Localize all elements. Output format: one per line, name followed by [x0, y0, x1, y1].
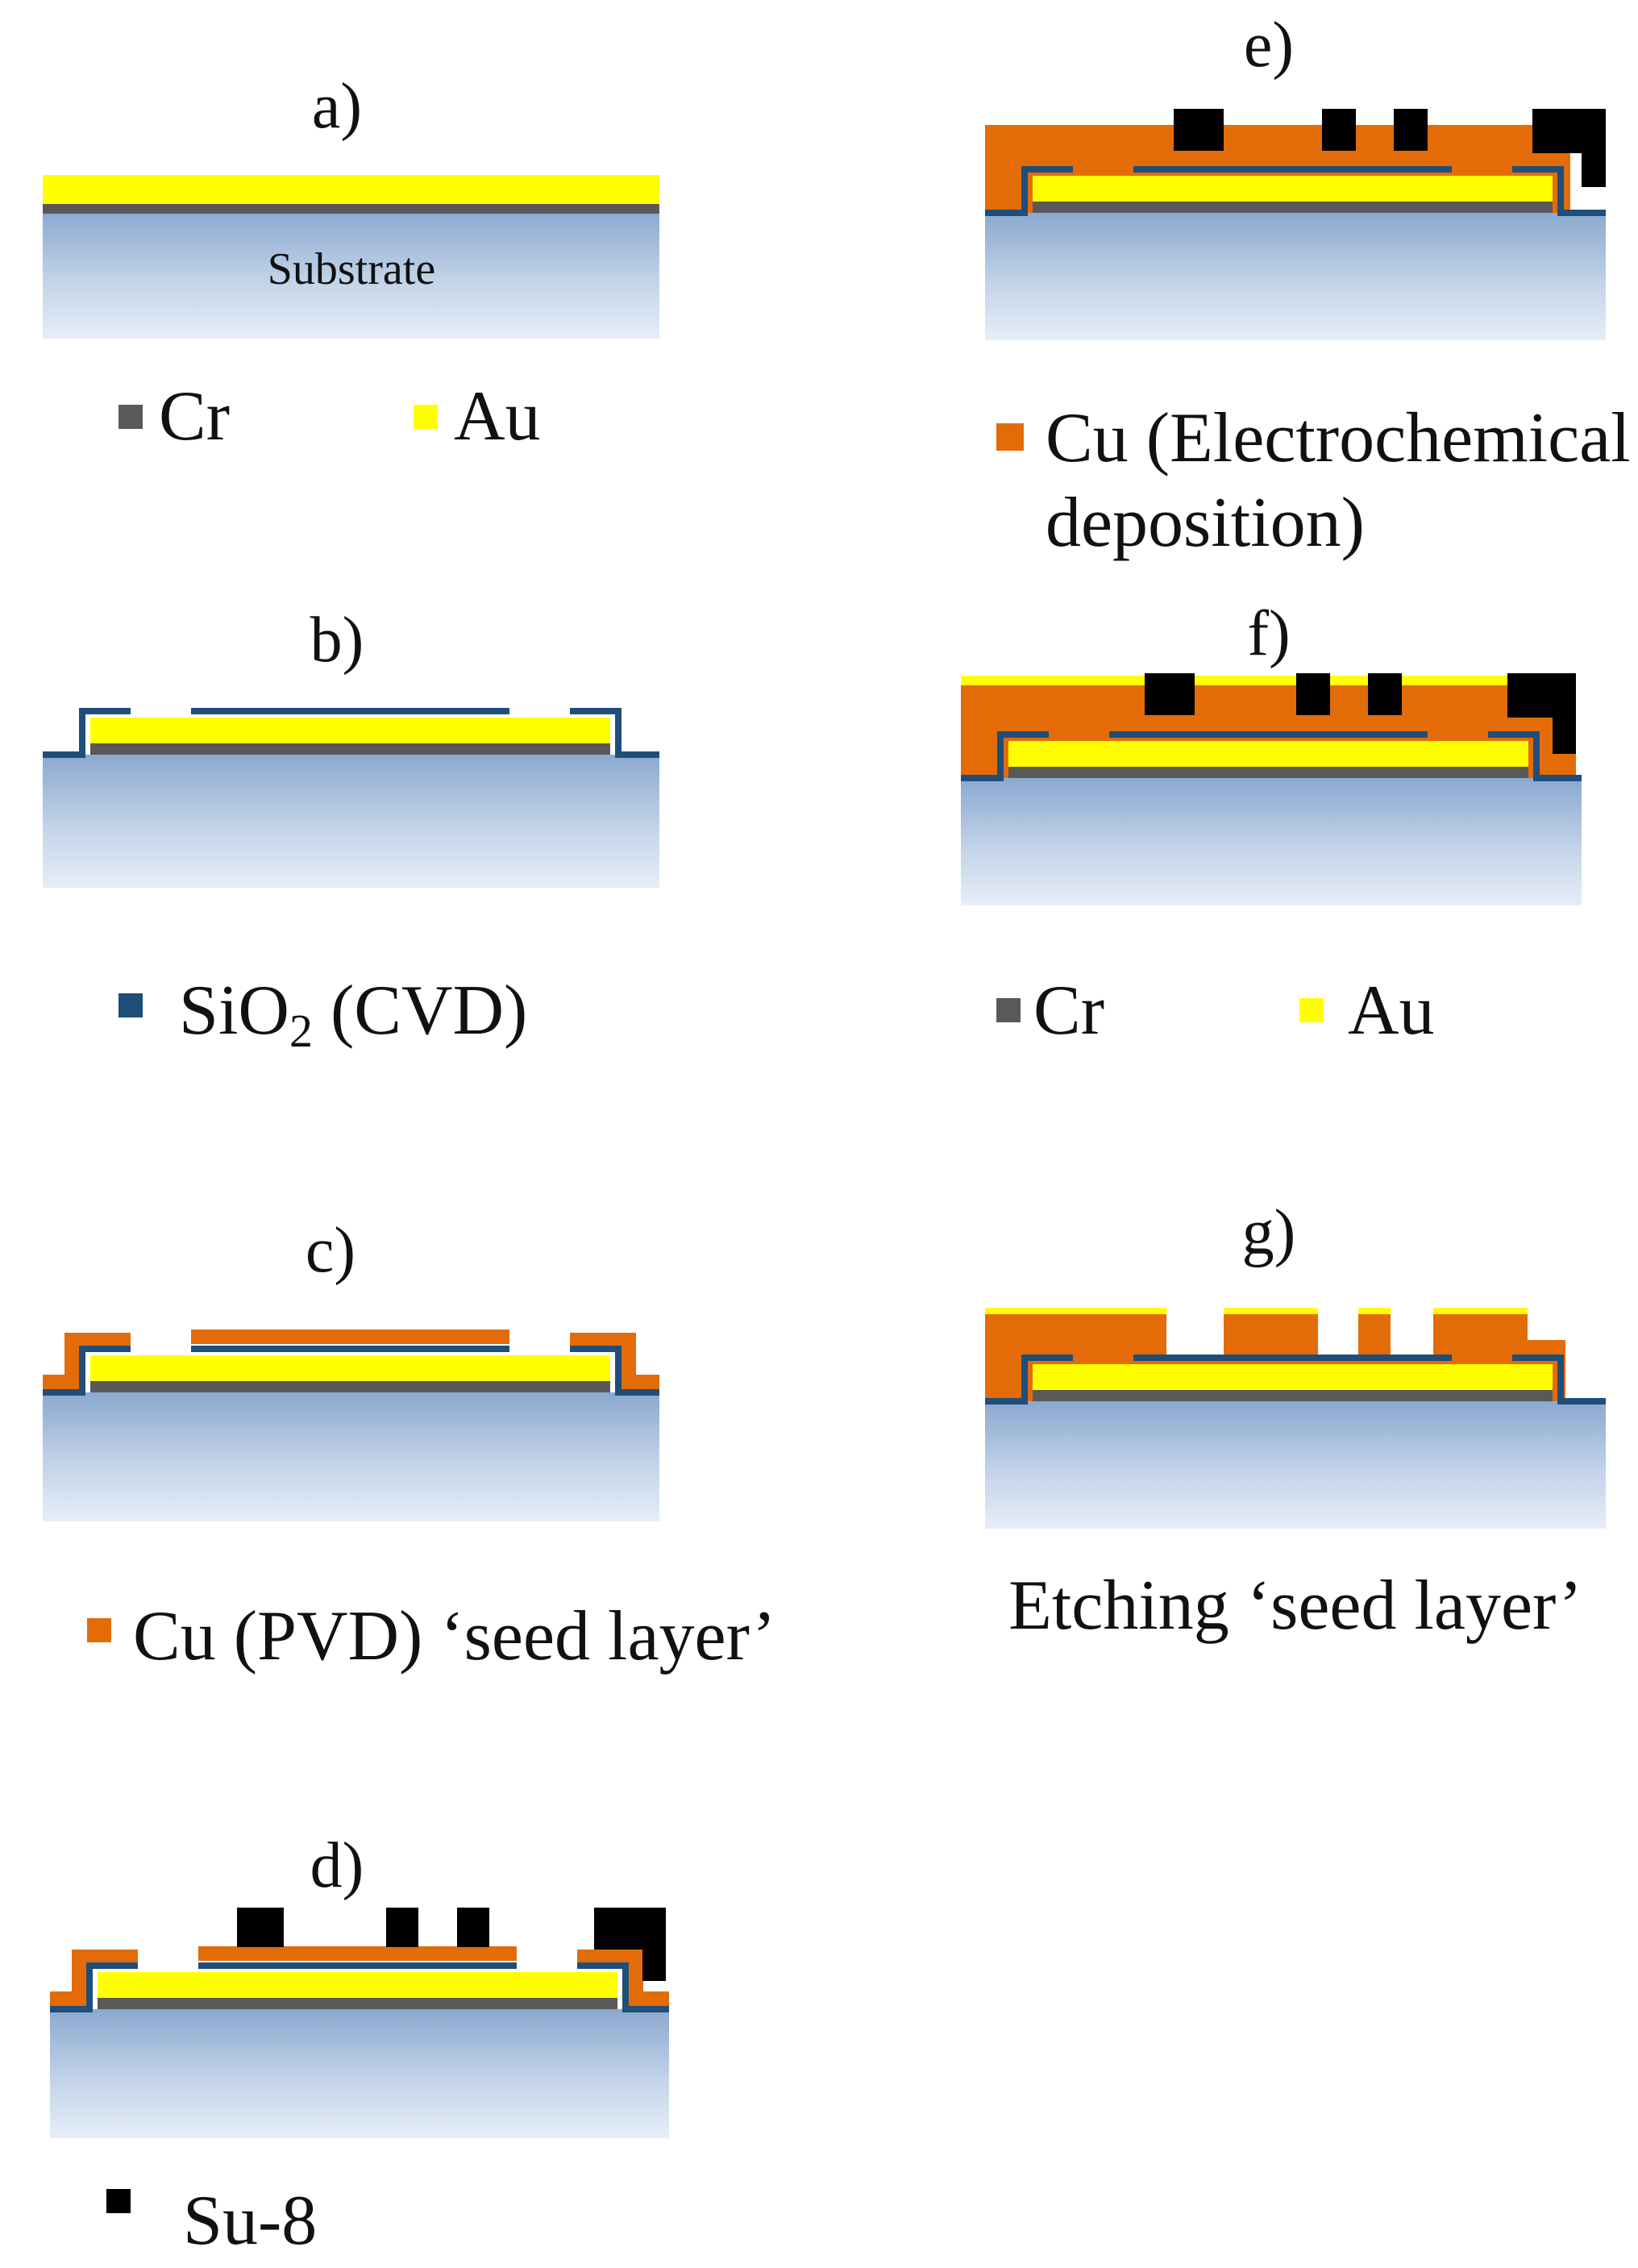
step-e: e) — [985, 10, 1606, 340]
step-a-substrate — [43, 211, 659, 339]
legend-a-cr-swatch — [118, 405, 143, 429]
step-b-label: b) — [310, 605, 364, 676]
step-d-substrate — [50, 2009, 669, 2138]
legend-g-label: Etching ‘seed layer’ — [1008, 1567, 1582, 1645]
step-d-au-layer — [98, 1972, 617, 1998]
step-d: d) — [50, 1830, 669, 2138]
step-g-cr-layer — [1033, 1390, 1553, 1401]
step-f-label: f) — [1247, 598, 1290, 669]
step-c-substrate — [43, 1392, 659, 1521]
legend-c-cu-swatch — [87, 1618, 111, 1642]
step-f-su8-corner — [1507, 673, 1576, 754]
step-d-cr-layer — [98, 1998, 617, 2009]
legend-g: Etching ‘seed layer’ — [1008, 1567, 1582, 1645]
step-g-sio2-layer — [985, 1355, 1606, 1404]
step-e-label: e) — [1244, 10, 1294, 81]
step-f-substrate — [961, 778, 1582, 905]
legend-f-cr-label: Cr — [1033, 972, 1104, 1050]
legend-e-cu-label-line1: Cu (Electrochemical — [1046, 399, 1631, 477]
legend-e-cu-swatch — [996, 423, 1024, 451]
legend-e: Cu (Electrochemical deposition) — [996, 399, 1631, 562]
step-g-au-top — [1433, 1308, 1528, 1314]
step-g-au-top — [1224, 1308, 1318, 1314]
step-e-cr-layer — [1033, 202, 1553, 213]
step-e-su8-corner — [1532, 109, 1606, 187]
step-c-label: c) — [306, 1215, 355, 1286]
step-d-cu-seed-layer — [50, 1946, 669, 2006]
step-g-au-top — [985, 1308, 1166, 1314]
step-c-au-layer — [90, 1355, 610, 1381]
step-f-su8-block — [1368, 673, 1402, 715]
legend-f-au-label: Au — [1348, 972, 1435, 1050]
step-f-su8-block — [1145, 673, 1195, 715]
step-c-cu-seed-layer — [43, 1330, 659, 1389]
legend-a-au-label: Au — [454, 377, 541, 456]
step-d-su8-corner — [594, 1908, 666, 1981]
step-d-su8-block — [457, 1908, 489, 1947]
step-g-au-top — [1358, 1308, 1391, 1314]
step-b-au-layer — [90, 718, 610, 743]
step-b: b) — [43, 605, 659, 888]
legend-d: Su-8 — [106, 2182, 317, 2260]
step-e-su8-block — [1322, 109, 1356, 151]
step-g-au-layer — [1033, 1364, 1553, 1390]
legend-b-sio2-swatch — [118, 993, 143, 1017]
step-d-label: d) — [310, 1830, 364, 1901]
legend-b: SiO2 (CVD) — [118, 972, 527, 1057]
legend-e-cu-label-line2: deposition) — [1046, 484, 1365, 562]
step-c-cr-layer — [90, 1381, 610, 1392]
step-f-au-top-layer — [961, 676, 1576, 685]
step-c-sio2-layer — [43, 1346, 659, 1396]
step-a-label: a) — [312, 71, 362, 142]
legend-f: Cr Au — [996, 972, 1435, 1050]
step-e-substrate — [985, 213, 1606, 340]
step-b-sio2-layer — [43, 708, 659, 758]
legend-b-sio2-label: SiO2 (CVD) — [179, 972, 527, 1057]
step-e-su8-block — [1394, 109, 1428, 151]
step-e-au-layer — [1033, 176, 1553, 202]
step-e-sio2-layer — [985, 166, 1606, 216]
step-g: g) — [985, 1197, 1606, 1529]
step-f-sio2-layer — [961, 731, 1582, 781]
step-f-au-layer — [1008, 741, 1528, 767]
legend-a-cr-label: Cr — [159, 377, 230, 456]
legend-a-au-swatch — [414, 405, 438, 429]
legend-f-cr-swatch — [996, 998, 1021, 1022]
step-e-su8-block — [1174, 109, 1224, 151]
legend-f-au-swatch — [1299, 998, 1324, 1022]
step-b-substrate — [43, 755, 659, 888]
legend-c-cu-label: Cu (PVD) ‘seed layer’ — [133, 1597, 775, 1675]
legend-d-su8-swatch — [106, 2189, 131, 2213]
step-d-su8-block — [237, 1908, 284, 1947]
step-f-su8-block — [1296, 673, 1330, 715]
step-b-cr-layer — [90, 743, 610, 755]
legend-c: Cu (PVD) ‘seed layer’ — [87, 1597, 775, 1675]
step-a-cr-layer — [43, 202, 659, 214]
legend-a: Cr Au — [118, 377, 541, 456]
step-f: f) — [961, 598, 1582, 905]
step-g-label: g) — [1242, 1197, 1296, 1268]
step-d-sio2-layer — [50, 1962, 669, 2012]
step-f-cr-layer — [1008, 767, 1528, 778]
step-a-substrate-label: Substrate — [268, 244, 435, 294]
step-a: a) Substrate — [43, 71, 659, 339]
step-g-substrate — [985, 1401, 1606, 1529]
step-d-su8-block — [386, 1908, 418, 1947]
legend-d-su8-label: Su-8 — [183, 2182, 317, 2260]
step-a-au-layer — [43, 175, 659, 204]
step-c: c) — [43, 1215, 659, 1521]
